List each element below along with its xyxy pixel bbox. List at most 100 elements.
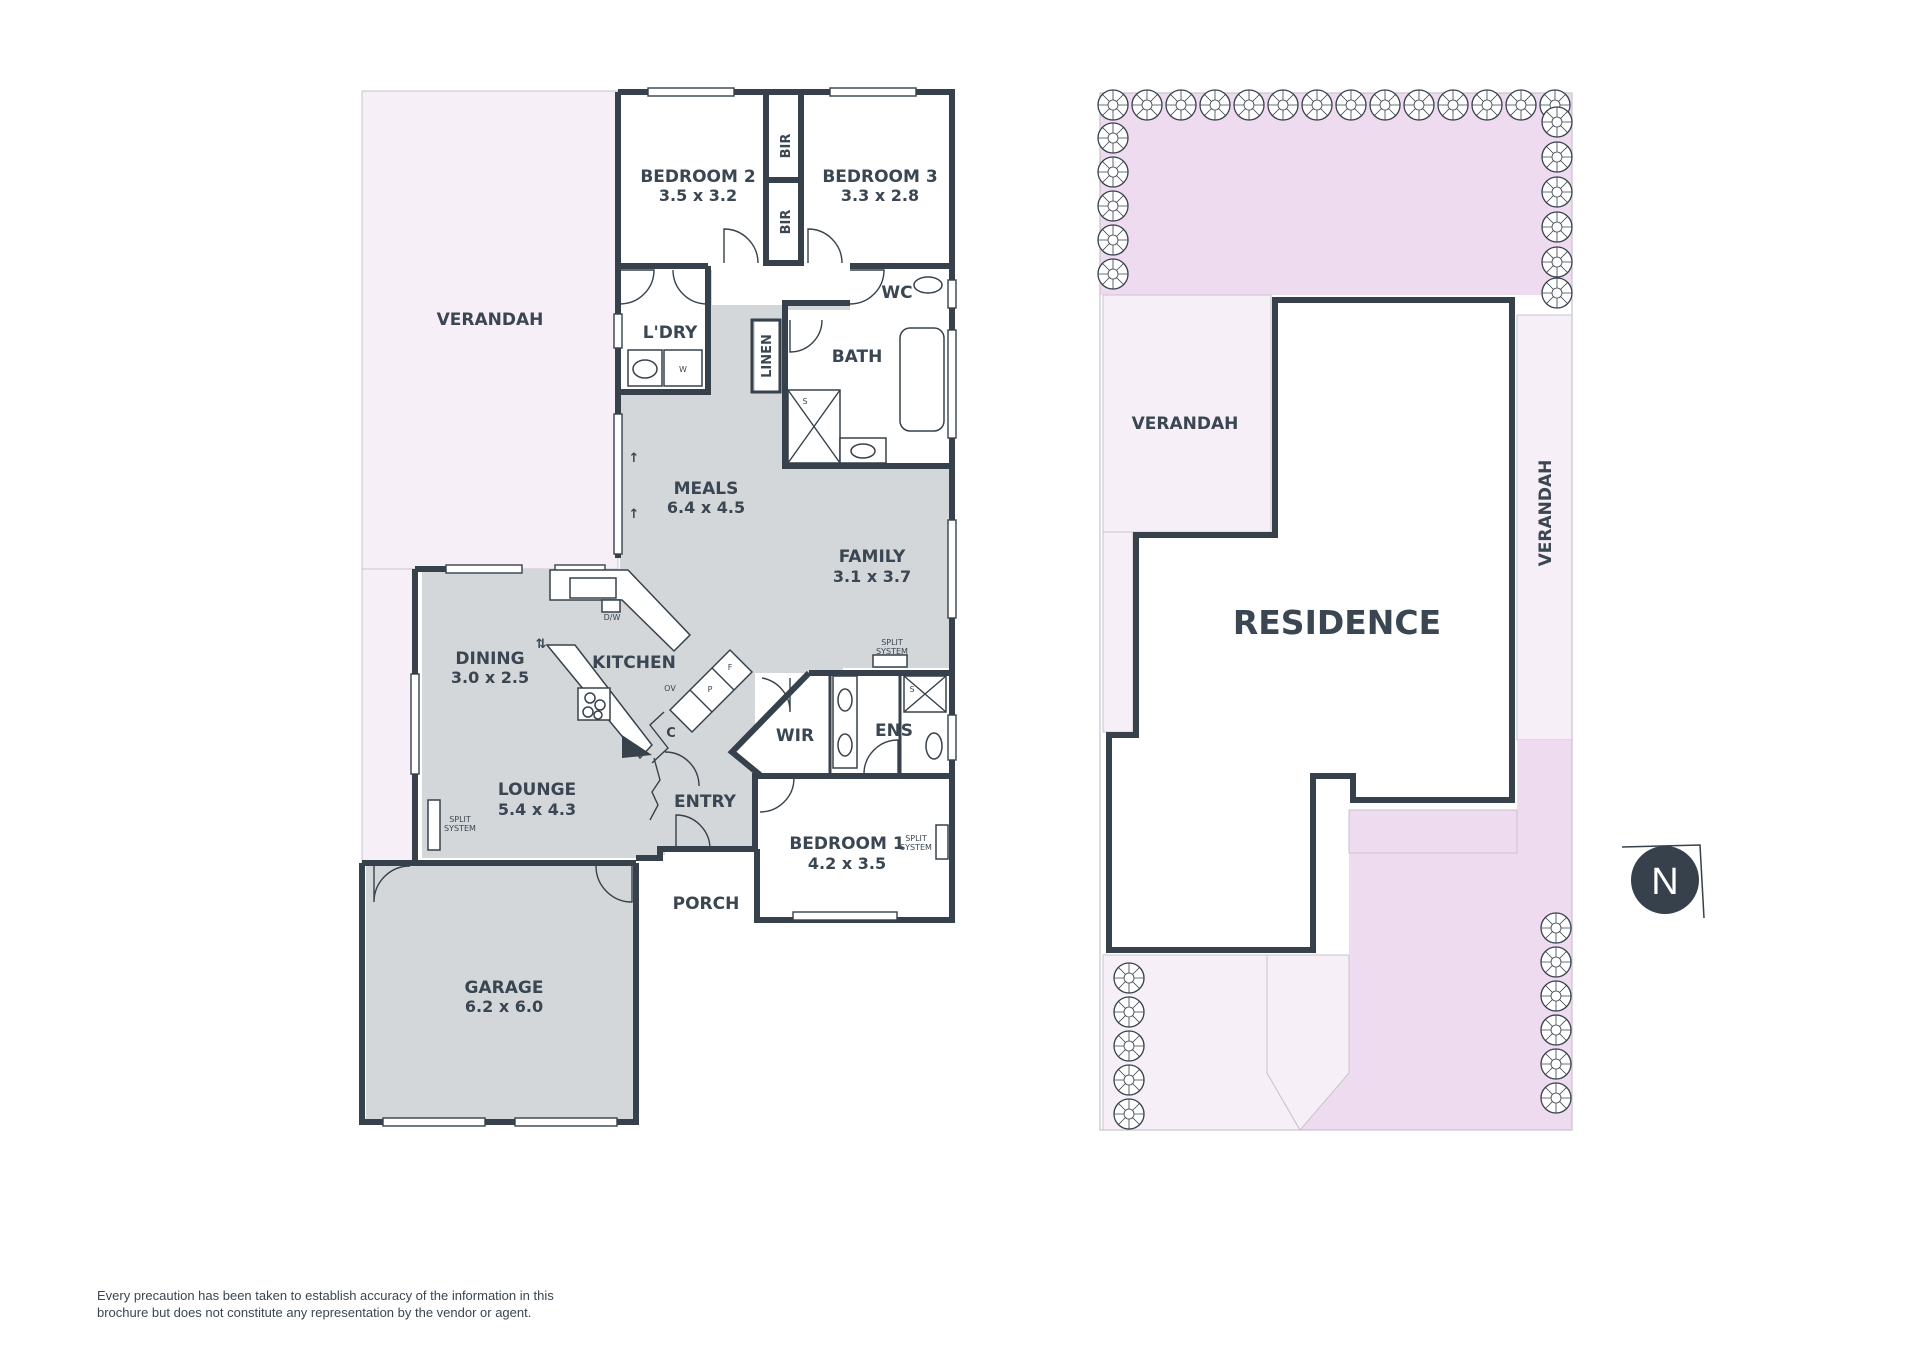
door-arc (759, 777, 795, 813)
compass-north-label: N (1651, 861, 1678, 903)
verandah-left-label: VERANDAH (1132, 414, 1239, 434)
sink-icon (569, 577, 617, 599)
window (947, 279, 957, 309)
toilet-icon (913, 276, 943, 294)
window (947, 329, 957, 439)
ensuite-shower-label: S (909, 685, 914, 694)
door-arc (723, 228, 759, 264)
garage-door (514, 1117, 618, 1127)
disclaimer-line-2: brochure but does not constitute any rep… (97, 1305, 532, 1320)
bedroom2-label: BEDROOM 2 (640, 167, 755, 187)
bedroom3-label: BEDROOM 3 (822, 167, 937, 187)
split-system-label: SYSTEM (900, 843, 932, 852)
porch-label: PORCH (673, 894, 740, 914)
bedroom1-floor (760, 778, 948, 916)
basin-icon (837, 733, 853, 757)
basin-icon (850, 443, 876, 459)
split-system-label: SPLIT (881, 638, 903, 647)
door-arc (672, 269, 708, 305)
oven-label: OV (664, 684, 676, 693)
bedroom2-floor (620, 95, 765, 263)
coats-label: C (666, 726, 676, 741)
window (792, 911, 898, 921)
window (829, 87, 917, 97)
verandah-right-label: VERANDAH (1536, 460, 1556, 567)
family-size: 3.1 x 3.7 (833, 567, 911, 586)
dining-label: DINING (455, 649, 524, 669)
laundry-label: L'DRY (643, 323, 698, 343)
kitchen-label: KITCHEN (592, 653, 676, 673)
window (410, 673, 420, 775)
bir-top-label: BIR (779, 134, 794, 159)
washer-label: W (679, 365, 687, 374)
lounge-label: LOUNGE (498, 780, 576, 800)
verandah-label: VERANDAH (437, 310, 544, 330)
residence-label: RESIDENCE (1233, 603, 1441, 642)
window (647, 87, 735, 97)
north-compass: N (1621, 844, 1705, 919)
slide-arrow-icon: ↑ (629, 507, 640, 522)
oven-pantry-icon (668, 648, 754, 734)
door-arc (807, 228, 843, 264)
slide-arrow-icon: ↑ (629, 451, 640, 466)
bedroom3-size: 3.3 x 2.8 (841, 186, 919, 205)
split-system-icon (427, 799, 441, 851)
wc-label: WC (881, 283, 912, 303)
disclaimer-line-1: Every precaution has been taken to estab… (97, 1288, 554, 1303)
garden-top (1100, 93, 1572, 295)
basin-icon (837, 688, 853, 712)
window (947, 714, 957, 761)
shrub-column-left (1097, 122, 1129, 290)
ensuite-label: ENS (875, 721, 913, 741)
wir-floor (733, 673, 830, 773)
coats-door-icon (649, 711, 669, 764)
door-arc (675, 814, 711, 850)
door-arc (619, 269, 655, 305)
residence-footprint (1106, 297, 1515, 953)
split-system-icon (935, 824, 949, 860)
verandah-right-area (1516, 314, 1573, 741)
garage-size: 6.2 x 6.0 (465, 997, 543, 1016)
laundry-basin-icon (632, 359, 658, 379)
door-arc (789, 319, 823, 353)
shrub-column-bottom-left (1113, 962, 1145, 1130)
front-path (1266, 954, 1350, 1131)
window (947, 519, 957, 619)
fridge-label: F (728, 663, 733, 672)
side-strip (361, 568, 417, 863)
slide-arrow-icon: ⇅ (536, 637, 547, 652)
island-end-icon (622, 735, 652, 758)
linen-floor (755, 322, 780, 392)
bedroom2-size: 3.5 x 3.2 (659, 186, 737, 205)
lounge-size: 5.4 x 4.3 (498, 800, 576, 819)
entry-label: ENTRY (674, 792, 737, 812)
compass-icon (1631, 846, 1699, 914)
family-label: FAMILY (839, 547, 906, 567)
meals-size: 6.4 x 4.5 (667, 498, 745, 517)
site-boundary (1099, 92, 1573, 1131)
shower-label: S (802, 397, 807, 406)
door-arc (373, 865, 411, 903)
garage-door (382, 1117, 486, 1127)
split-system-label: SPLIT (905, 834, 927, 843)
split-system-label: SPLIT (449, 815, 471, 824)
window (613, 413, 623, 555)
disclaimer: Every precaution has been taken to estab… (97, 1287, 657, 1321)
verandah-left-area (1102, 294, 1272, 533)
meals-label: MEALS (674, 479, 739, 499)
dishwasher-icon (601, 599, 621, 613)
floor-plan: W S D/W OV P F S ↑ (359, 87, 957, 1127)
side-path-left (1102, 531, 1134, 733)
dishwasher-label: D/W (604, 613, 621, 622)
split-system-icon (872, 654, 908, 668)
wir-label: WIR (776, 726, 814, 746)
door-arc (761, 677, 791, 713)
split-system-label: SYSTEM (876, 647, 908, 656)
bath-label: BATH (832, 347, 883, 367)
living-floor (422, 270, 949, 858)
door-arc (863, 739, 899, 775)
door-arc (595, 865, 633, 903)
door-arc (664, 751, 700, 787)
bedroom1-label: BEDROOM 1 (789, 834, 904, 854)
site-plan: RESIDENCE VERANDAH VERANDAH (1097, 89, 1573, 1131)
